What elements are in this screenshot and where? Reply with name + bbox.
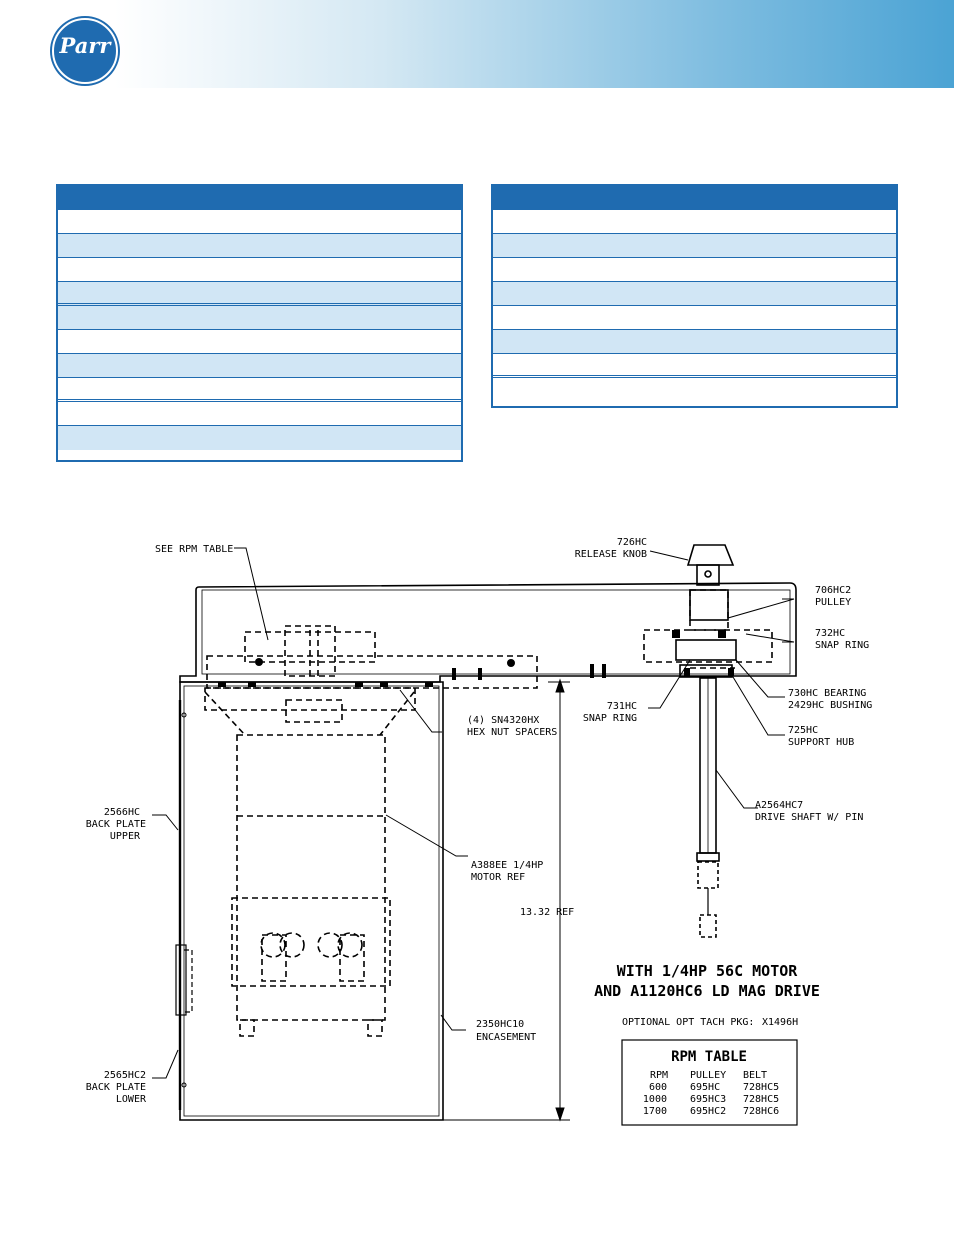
- table-row: [58, 210, 461, 234]
- callout-back-plate-lower-l2: LOWER: [116, 1094, 147, 1105]
- callout-back-plate-upper-l1: BACK PLATE: [86, 819, 146, 830]
- callout-back-plate-lower-pn: 2565HC2: [104, 1070, 146, 1081]
- parts-table-right: [491, 184, 898, 408]
- callout-back-plate-upper-pn: 2566HC: [104, 807, 140, 818]
- encasement-inner: [183, 685, 440, 1117]
- rpm-cell: 1700: [643, 1106, 667, 1117]
- callout-snap-ring-731-name: SNAP RING: [583, 713, 637, 724]
- rpm-cell: 728HC5: [743, 1082, 779, 1093]
- rpm-table-box: [621, 1039, 798, 1126]
- table-row: [493, 234, 896, 258]
- rpm-cell: 695HC2: [690, 1106, 726, 1117]
- callout-bearing: 730HC BEARING: [788, 688, 866, 699]
- callout-back-plate-lower-l1: BACK PLATE: [86, 1082, 146, 1093]
- rpm-cell: 1000: [643, 1094, 667, 1105]
- table-row: [493, 306, 896, 330]
- parts-table-left: [56, 184, 463, 462]
- table-row: [493, 210, 896, 234]
- logo-text: Parr: [59, 33, 111, 58]
- rpm-header-pulley: PULLEY: [690, 1070, 726, 1081]
- callout-pulley-name: PULLEY: [815, 597, 851, 608]
- table-row: [58, 282, 461, 306]
- release-knob: [686, 544, 735, 566]
- table-row: [58, 258, 461, 282]
- parr-logo: Parr: [52, 18, 118, 84]
- optional-value: X1496H: [762, 1017, 798, 1028]
- rpm-cell: 695HC: [690, 1082, 720, 1093]
- motor-hidden: [236, 734, 386, 1021]
- callout-drive-shaft-pn: A2564HC7: [755, 800, 803, 811]
- table-row: [58, 306, 461, 330]
- optional-label: OPTIONAL OPT TACH PKG:: [622, 1017, 754, 1028]
- callout-motor-1: A388EE 1/4HP: [471, 860, 543, 871]
- rpm-cell: 600: [649, 1082, 667, 1093]
- callout-back-plate-upper-l2: UPPER: [110, 831, 141, 842]
- drawing-title-2: AND A1120HC6 LD MAG DRIVE: [594, 982, 820, 1000]
- table-row: [58, 402, 461, 426]
- callout-release-knob-pn: 726HC: [617, 537, 647, 548]
- drawing-title-1: WITH 1/4HP 56C MOTOR: [617, 962, 799, 980]
- callout-encasement-name: ENCASEMENT: [476, 1032, 536, 1043]
- table-row: [58, 354, 461, 378]
- callout-snap-ring-732-pn: 732HC: [815, 628, 845, 639]
- callout-snap-ring-731-pn: 731HC: [607, 701, 637, 712]
- encasement-body: [179, 681, 444, 1121]
- dimension-label: 13.32 REF: [520, 907, 574, 918]
- callout-drive-shaft-name: DRIVE SHAFT W/ PIN: [755, 812, 863, 823]
- table-row: [58, 378, 461, 402]
- top-housing-inner: [201, 589, 791, 675]
- callout-support-hub-pn: 725HC: [788, 725, 818, 736]
- rpm-cell: 695HC3: [690, 1094, 726, 1105]
- rpm-header-rpm: RPM: [650, 1070, 668, 1081]
- table-row: [58, 426, 461, 450]
- callout-encasement-pn: 2350HC10: [476, 1019, 524, 1030]
- table-row: [58, 234, 461, 258]
- callout-release-knob-name: RELEASE KNOB: [575, 549, 647, 560]
- callout-support-hub-name: SUPPORT HUB: [788, 737, 854, 748]
- callout-motor-2: MOTOR REF: [471, 872, 525, 883]
- callout-hex-nut-1: (4) SN4320HX: [467, 715, 539, 726]
- callout-bushing: 2429HC BUSHING: [788, 700, 872, 711]
- top-housing: [179, 582, 797, 683]
- rpm-cell: 728HC5: [743, 1094, 779, 1105]
- callout-see-rpm-table: SEE RPM TABLE: [155, 544, 233, 555]
- callout-hex-nut-2: HEX NUT SPACERS: [467, 727, 557, 738]
- table-row: [493, 354, 896, 378]
- page-header: Parr: [0, 0, 954, 88]
- rpm-table-title: RPM TABLE: [671, 1049, 747, 1065]
- table-header-bar: [493, 186, 896, 210]
- rpm-cell: 728HC6: [743, 1106, 779, 1117]
- table-row: [493, 258, 896, 282]
- callout-pulley-pn: 706HC2: [815, 585, 851, 596]
- table-header-bar: [58, 186, 461, 210]
- callout-snap-ring-732-name: SNAP RING: [815, 640, 869, 651]
- table-row: [493, 330, 896, 354]
- table-row: [493, 282, 896, 306]
- rpm-header-belt: BELT: [743, 1070, 767, 1081]
- table-row: [58, 330, 461, 354]
